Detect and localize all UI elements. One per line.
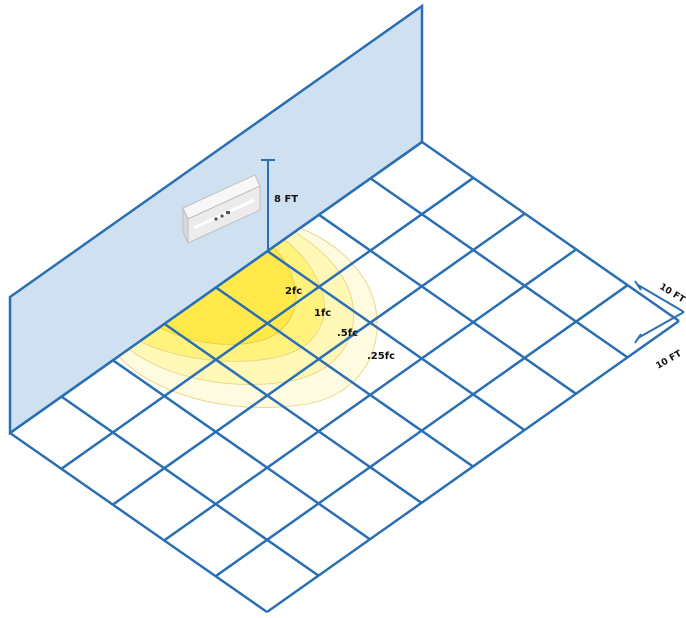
grid-line-depth xyxy=(369,177,629,359)
grid-line-depth xyxy=(9,431,268,614)
contour-label-025fc: .25fc xyxy=(367,351,395,362)
contour-label-2fc: 2fc xyxy=(285,286,302,297)
grid-line-depth xyxy=(318,213,577,395)
grid-line-across xyxy=(163,248,577,542)
grid-line-depth xyxy=(421,140,680,323)
grid-line-across xyxy=(266,319,680,614)
grid-dimension-markers xyxy=(634,280,685,344)
mounting-height-label: 8 FT xyxy=(274,194,298,205)
grid-line-depth xyxy=(112,359,371,541)
wall-mounted-light-fixture-icon xyxy=(182,174,261,244)
mounting-height-dimension xyxy=(261,159,275,252)
grid-line-across xyxy=(112,212,526,506)
grid-line-across xyxy=(214,284,629,578)
contour-label-1fc: 1fc xyxy=(314,308,331,319)
grid-dimension-label-2: 10 FT xyxy=(655,349,685,372)
grid-line-across xyxy=(9,140,423,435)
grid-line-depth xyxy=(60,395,320,577)
grid-line-across xyxy=(60,176,475,470)
grid-line-depth xyxy=(163,322,423,504)
contour-label-05fc: .5fc xyxy=(337,328,358,339)
grid-line-depth xyxy=(266,250,526,432)
floor-grid xyxy=(9,140,680,614)
grid-line-depth xyxy=(215,286,474,468)
grid-dimension-label-1: 10 FT xyxy=(657,282,686,306)
